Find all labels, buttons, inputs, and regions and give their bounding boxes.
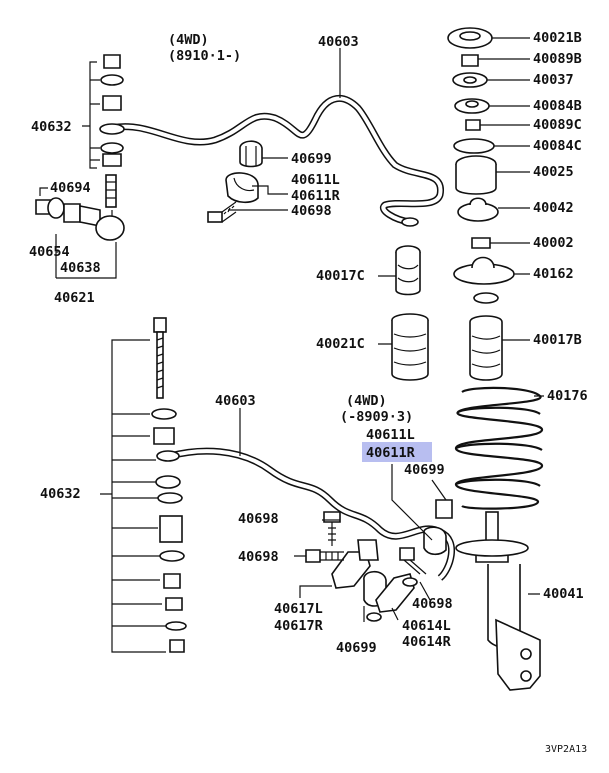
label-40089B: 40089B <box>533 51 582 67</box>
label-40698-top: 40698 <box>291 203 332 219</box>
variant-bottom-line1: (4WD) <box>346 393 387 409</box>
label-40638: 40638 <box>60 260 101 276</box>
variant-top-line1: (4WD) <box>168 32 209 48</box>
label-40084B: 40084B <box>533 98 582 114</box>
label-40632-bottom: 40632 <box>40 486 81 502</box>
label-40614R: 40614R <box>402 634 452 650</box>
leader-lines <box>228 37 544 622</box>
bracket-40614 <box>366 573 418 622</box>
bracket-40617 <box>331 539 379 589</box>
label-40698-c: 40698 <box>412 596 453 612</box>
label-40025: 40025 <box>533 164 574 180</box>
highlight-box <box>362 442 432 462</box>
label-40621: 40621 <box>54 290 95 306</box>
label-40611L-bottom: 40611L <box>366 427 415 443</box>
strut-stack <box>447 27 515 381</box>
dust-cover-40021C <box>391 313 429 381</box>
label-40699-bottom: 40699 <box>336 640 377 656</box>
label-40611L-top: 40611L <box>291 172 340 188</box>
label-40017C: 40017C <box>316 268 365 284</box>
link-stack-40632-bottom <box>100 317 187 653</box>
link-assembly-40621 <box>35 174 125 279</box>
label-40617L: 40617L <box>274 601 323 617</box>
bracket-40611-top <box>225 172 259 204</box>
coil-spring-40176 <box>454 386 544 510</box>
label-40084C: 40084C <box>533 138 582 154</box>
label-40632-top: 40632 <box>31 119 72 135</box>
stabilizer-bar-top <box>99 94 444 227</box>
label-40021B: 40021B <box>533 30 582 46</box>
label-40037: 40037 <box>533 72 574 88</box>
variant-top-line2: (8910·1-) <box>168 48 241 64</box>
label-40611R-top: 40611R <box>291 188 341 204</box>
bushing-40699-top <box>239 140 263 168</box>
strut-40041 <box>455 511 541 691</box>
label-40017B: 40017B <box>533 332 582 348</box>
label-40603-top: 40603 <box>318 34 359 50</box>
label-40603-bottom: 40603 <box>215 393 256 409</box>
reference-code: 3VP2A13 <box>545 744 587 755</box>
label-40611R-bottom: 40611R <box>366 445 416 461</box>
label-40162: 40162 <box>533 266 574 282</box>
bolt-40698-top <box>207 201 237 223</box>
label-40654: 40654 <box>29 244 70 260</box>
label-40617R: 40617R <box>274 618 324 634</box>
label-40042: 40042 <box>533 200 574 216</box>
label-40698-a: 40698 <box>238 511 279 527</box>
label-40694: 40694 <box>50 180 91 196</box>
label-40176: 40176 <box>547 388 588 404</box>
label-40699-top: 40699 <box>291 151 332 167</box>
label-40002: 40002 <box>533 235 574 251</box>
label-40089C: 40089C <box>533 117 582 133</box>
label-40021C: 40021C <box>316 336 365 352</box>
label-40699-mid: 40699 <box>404 462 445 478</box>
variant-bottom-line2: (-8909·3) <box>340 409 413 425</box>
label-40698-b: 40698 <box>238 549 279 565</box>
link-stack-40632-top <box>82 54 124 169</box>
bump-stop-40017C <box>395 245 421 296</box>
bracket-40611-bottom <box>423 499 453 556</box>
label-40041: 40041 <box>543 586 584 602</box>
label-40614L: 40614L <box>402 618 451 634</box>
